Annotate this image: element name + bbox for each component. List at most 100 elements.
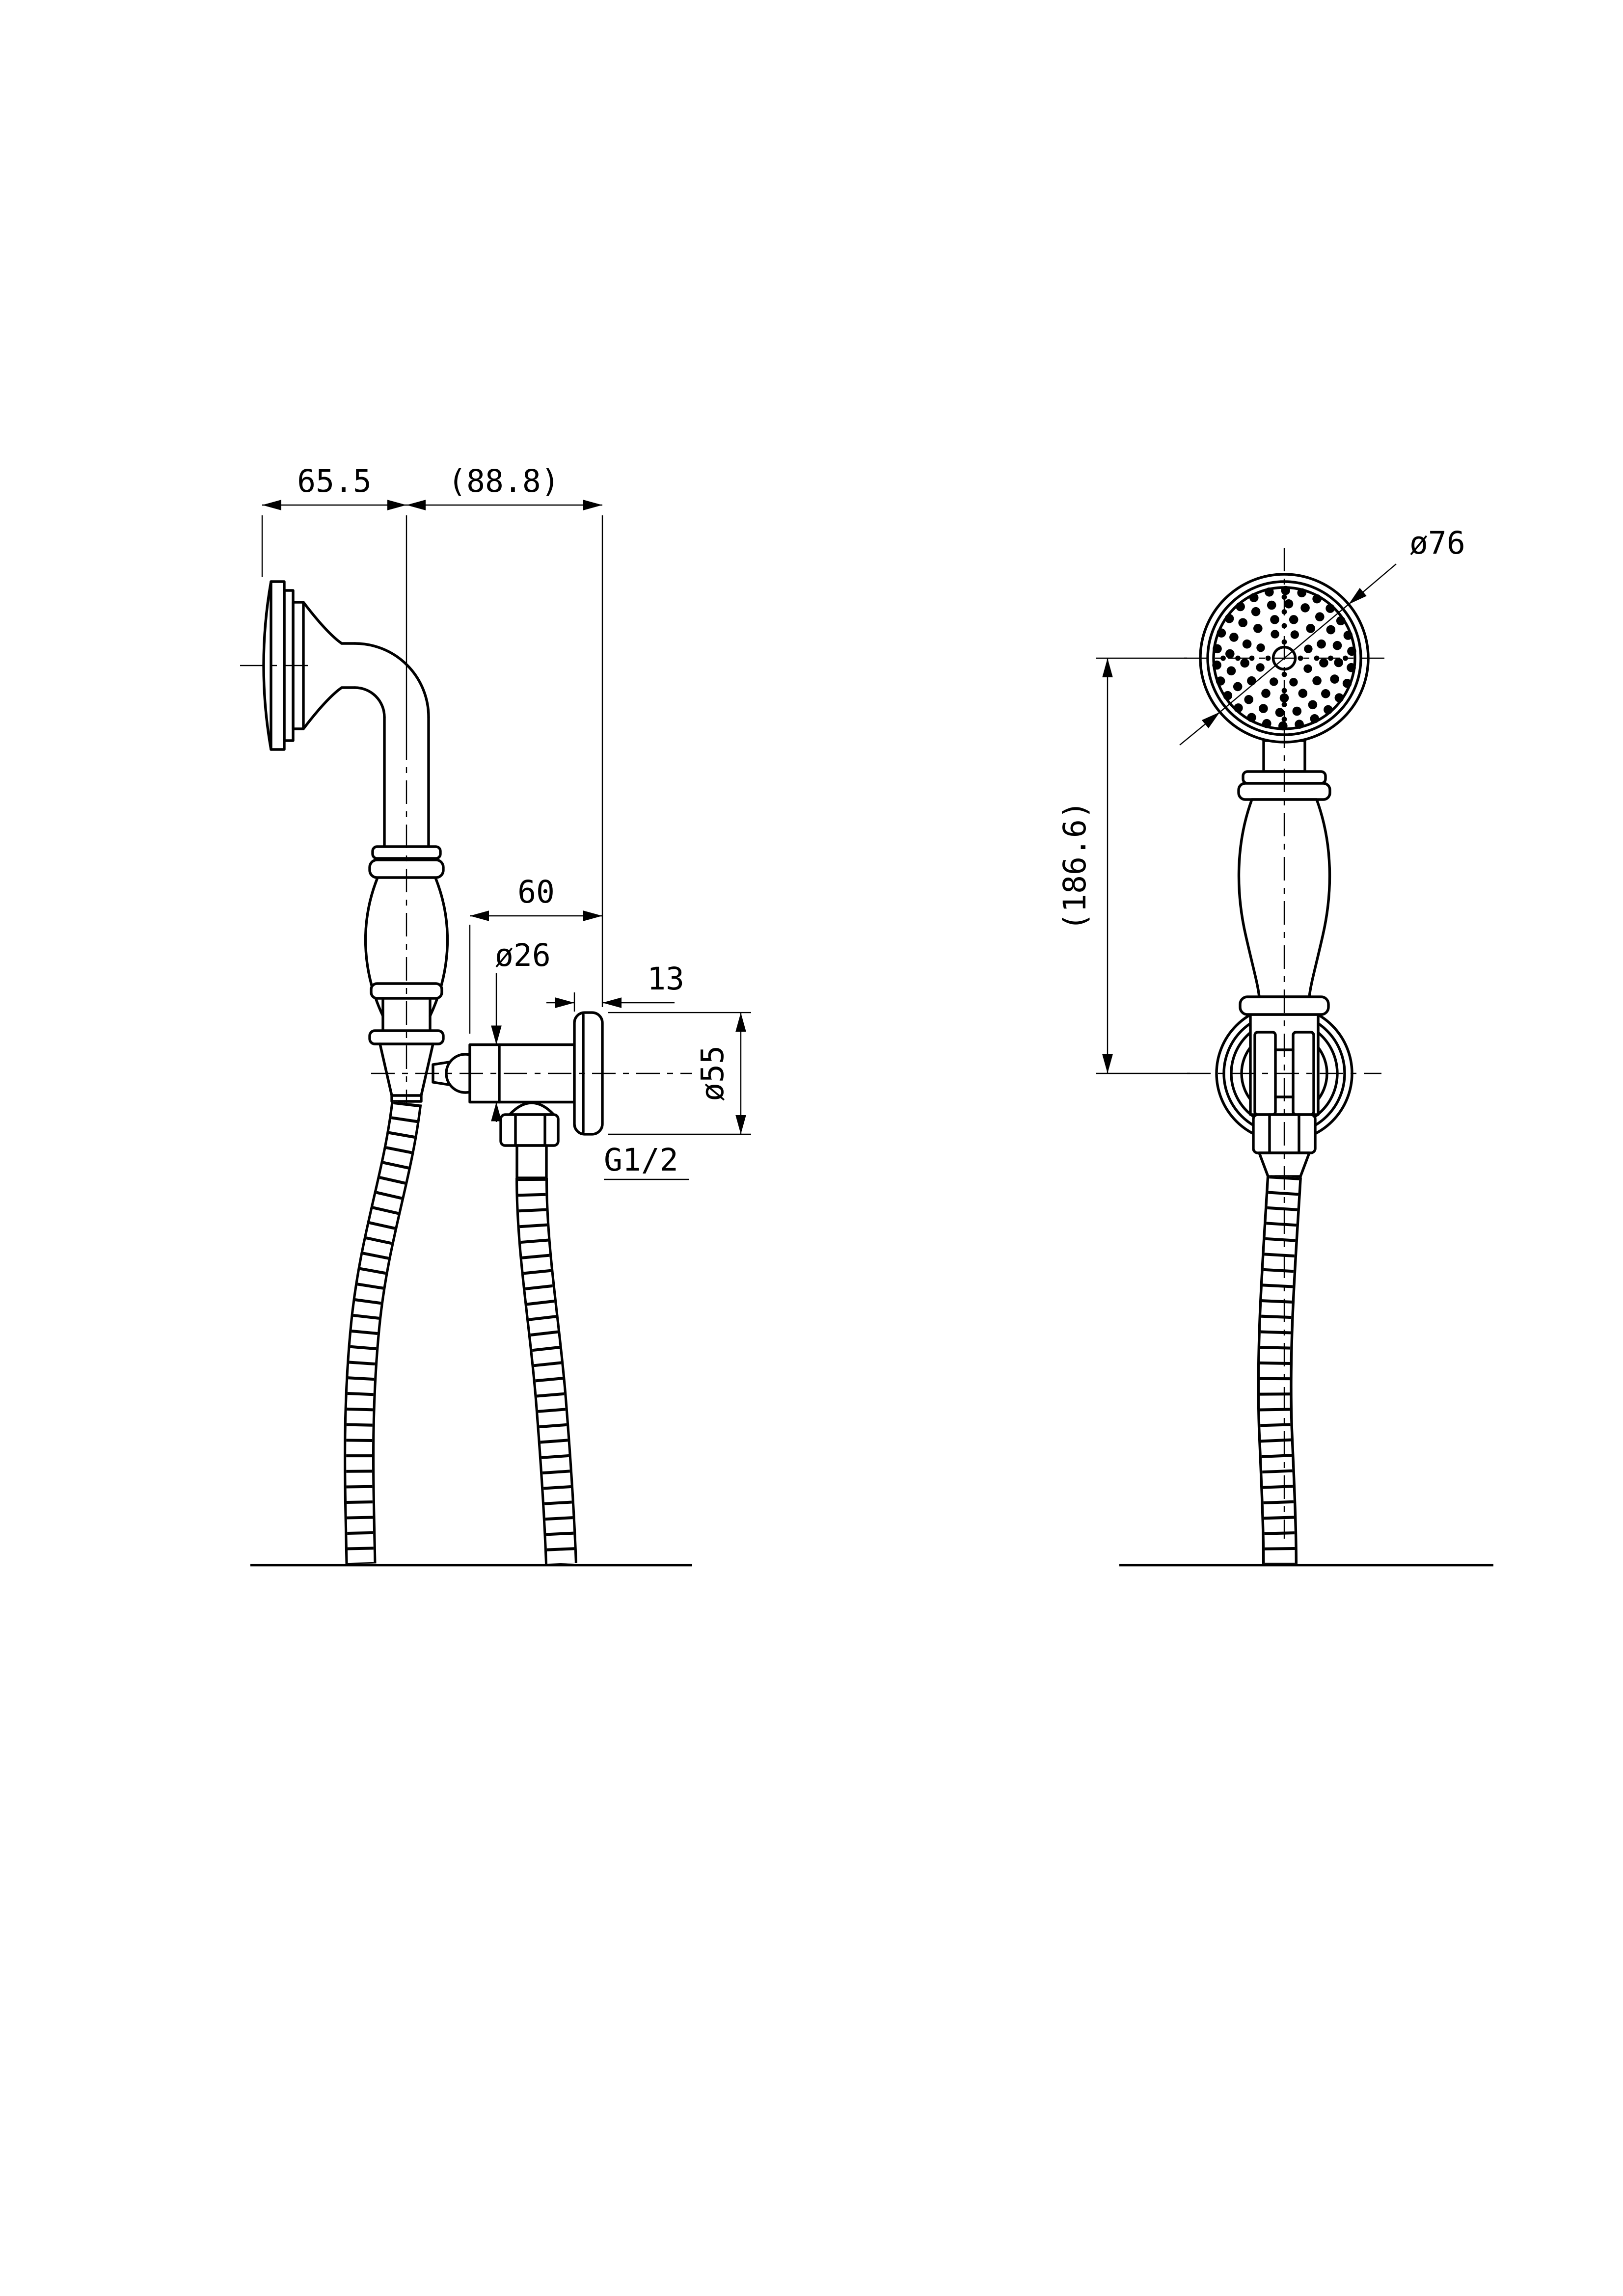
centerlines-front bbox=[1184, 548, 1390, 1539]
nozzle-hole bbox=[1347, 663, 1356, 672]
nozzle-hole bbox=[1290, 630, 1299, 639]
dim-pipe-dia-label: ø26 bbox=[495, 937, 551, 973]
nozzle-hole bbox=[1217, 628, 1226, 638]
nozzle-hole bbox=[1261, 689, 1271, 698]
nozzle-hole bbox=[1298, 689, 1308, 698]
nozzle-hole bbox=[1265, 587, 1274, 597]
nozzle-hole bbox=[1321, 689, 1330, 698]
nozzle-hole bbox=[1216, 676, 1225, 686]
nozzle-hole bbox=[1325, 604, 1335, 613]
nozzle-hole bbox=[1251, 607, 1261, 616]
nozzle-hole bbox=[1304, 644, 1313, 653]
dim-escutcheon-dia-label: ø55 bbox=[695, 1045, 730, 1101]
bracket-hose-crimp bbox=[1258, 1151, 1311, 1178]
nozzle-hole bbox=[1347, 646, 1356, 656]
dim-60: 60 bbox=[469, 874, 602, 1034]
nozzle-hole bbox=[1310, 714, 1320, 723]
nozzle-hole bbox=[1289, 678, 1298, 687]
nozzle-hole bbox=[1306, 624, 1316, 633]
nozzle-hole bbox=[1225, 649, 1235, 659]
nozzle-dots bbox=[1212, 586, 1356, 731]
nozzle-hole bbox=[1262, 719, 1271, 728]
nozzle-hole bbox=[1240, 658, 1249, 668]
nozzle-hole bbox=[1247, 713, 1256, 722]
thread-size-label: G1/2 bbox=[604, 1142, 678, 1178]
shower-hose-from-handle bbox=[344, 1101, 422, 1564]
nozzle-hole bbox=[1284, 599, 1294, 609]
nozzle-hole bbox=[1334, 693, 1344, 702]
nozzle-hole bbox=[1256, 663, 1265, 672]
nozzle-hole bbox=[1224, 614, 1234, 623]
nozzle-hole bbox=[1292, 706, 1302, 716]
nozzle-hole bbox=[1330, 674, 1339, 684]
nozzle-hole bbox=[1297, 588, 1307, 598]
nozzle-hole bbox=[1242, 639, 1252, 649]
hose-nut bbox=[499, 1113, 560, 1147]
nozzle-hole bbox=[1326, 625, 1336, 635]
nozzle-hole bbox=[1265, 655, 1271, 661]
neck-elbow-inner bbox=[353, 686, 386, 719]
dim-flange-depth-label: 13 bbox=[647, 961, 684, 997]
nozzle-hole bbox=[1289, 615, 1298, 624]
nozzle-hole bbox=[1281, 702, 1287, 707]
supply-elbow-side bbox=[432, 1011, 604, 1179]
dim-dia55: ø55 bbox=[608, 1012, 751, 1135]
nozzle-hole bbox=[1253, 624, 1263, 633]
nozzle-hole bbox=[1259, 704, 1268, 713]
nozzle-hole bbox=[1342, 679, 1352, 688]
nozzle-hole bbox=[1223, 691, 1233, 700]
nozzle-hole bbox=[1236, 602, 1245, 612]
handle-neck bbox=[383, 716, 430, 848]
nozzle-hole bbox=[1319, 658, 1328, 667]
nozzle-hole bbox=[1308, 700, 1318, 710]
hose-nipple bbox=[515, 1144, 548, 1179]
nozzle-hole bbox=[1300, 603, 1310, 613]
nozzle-hole bbox=[1343, 631, 1353, 640]
dim-88-8: (88.8) bbox=[406, 463, 603, 1007]
handle-lower-neck bbox=[381, 997, 432, 1032]
nozzle-hole bbox=[1303, 664, 1312, 673]
nozzle-hole bbox=[1332, 641, 1342, 650]
dim-head-to-bracket-label: (186.6) bbox=[1057, 801, 1093, 931]
dim-dia76: ø76 bbox=[1179, 525, 1465, 746]
nozzle-hole bbox=[1271, 630, 1279, 639]
handle-side bbox=[364, 716, 449, 1103]
shower-hose-front bbox=[1257, 1175, 1302, 1564]
dim-186-6: (186.6) bbox=[1057, 657, 1190, 1074]
dim-head-offset-label: 65.5 bbox=[297, 463, 372, 499]
front-view: ø76 (186.6) bbox=[1057, 525, 1493, 1567]
nozzle-hole bbox=[1275, 708, 1285, 717]
nozzle-hole bbox=[1229, 633, 1239, 642]
outlet-dome bbox=[508, 1101, 555, 1116]
nozzle-hole bbox=[1244, 695, 1254, 704]
head-cone-bottom bbox=[302, 686, 356, 730]
nozzle-hole bbox=[1256, 643, 1265, 652]
nozzle-hole bbox=[1336, 616, 1346, 626]
nozzle-hole bbox=[1324, 705, 1333, 715]
nozzle-hole bbox=[1334, 658, 1344, 667]
nozzle-hole bbox=[1278, 721, 1288, 731]
nozzle-hole bbox=[1220, 655, 1226, 661]
head-face-arc bbox=[262, 580, 272, 751]
centerlines-side bbox=[240, 665, 692, 1104]
nozzle-hole bbox=[1267, 600, 1276, 610]
nozzle-hole bbox=[1312, 676, 1322, 686]
nozzle-hole bbox=[1298, 655, 1303, 661]
nozzle-hole bbox=[1317, 639, 1326, 649]
label-thread: G1/2 bbox=[604, 1142, 689, 1180]
dim-dia26: ø26 bbox=[491, 937, 551, 1122]
nozzle-hole bbox=[1270, 677, 1278, 686]
nozzle-hole bbox=[1213, 644, 1222, 654]
nozzle-hole bbox=[1315, 612, 1325, 621]
nozzle-hole bbox=[1312, 594, 1322, 604]
neck-elbow-outer bbox=[353, 642, 430, 719]
side-view: 65.5 (88.8) 60 ø26 13 bbox=[240, 463, 751, 1567]
nozzle-hole bbox=[1281, 586, 1291, 595]
nozzle-hole bbox=[1281, 717, 1287, 722]
supply-hose bbox=[515, 1177, 577, 1565]
dim-head-dia-label: ø76 bbox=[1409, 525, 1465, 561]
nozzle-hole bbox=[1343, 655, 1348, 661]
nozzle-hole bbox=[1249, 593, 1259, 602]
dim-13: 13 bbox=[546, 961, 684, 1012]
